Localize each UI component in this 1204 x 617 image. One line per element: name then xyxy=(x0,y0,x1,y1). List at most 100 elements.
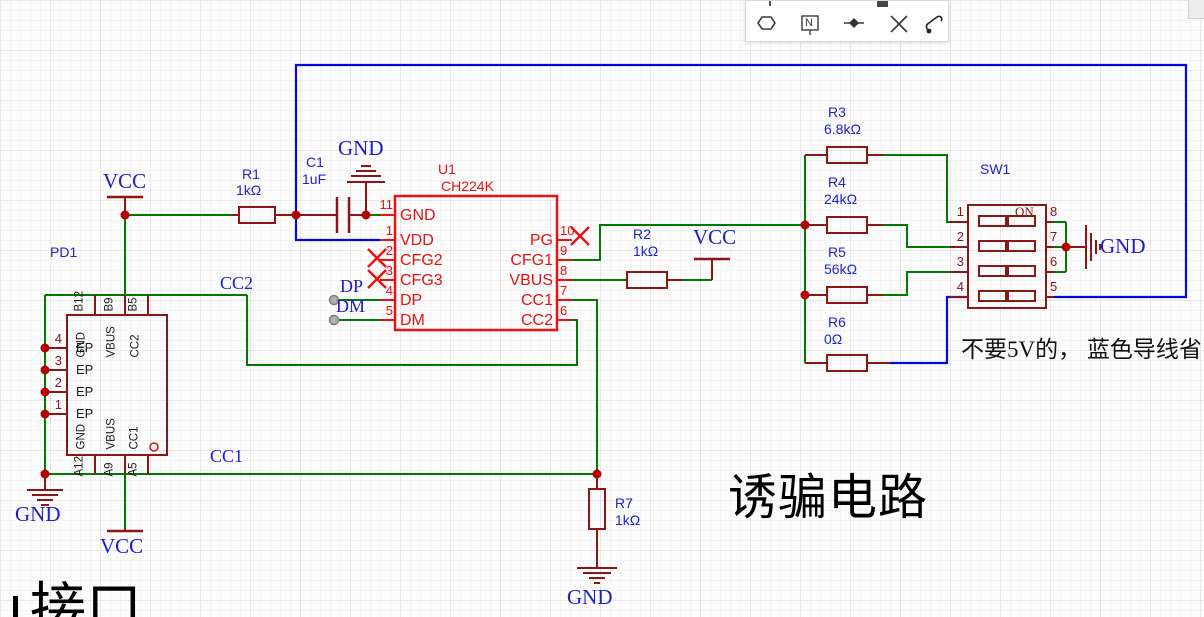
sw1-ref[interactable]: SW1 xyxy=(980,161,1011,177)
net-label-vcc-bottom[interactable]: VCC xyxy=(100,534,144,558)
pd1-pin-name: CC2 xyxy=(129,334,142,358)
r6-ref[interactable]: R6 xyxy=(828,314,846,330)
clipped-icon-fragment xyxy=(769,1,771,6)
title-text[interactable]: 诱骗电路 xyxy=(728,471,929,525)
resistor-r1[interactable] xyxy=(231,206,296,224)
pd1-pin-name: EP xyxy=(76,340,94,355)
dip-switch-sw1[interactable] xyxy=(950,204,1054,309)
r4-ref[interactable]: R4 xyxy=(828,174,846,190)
pd1-pin-number: A5 xyxy=(127,462,140,477)
sw1-pin-number: 4 xyxy=(956,279,964,294)
components-maroon[interactable] xyxy=(27,146,1101,584)
toolbar-icons-graphics xyxy=(757,1,943,35)
pd1-pin-number: 3 xyxy=(54,353,62,368)
floating-toolbar: N xyxy=(745,0,949,42)
sw1-pin-number: 8 xyxy=(1050,204,1058,219)
net-label-gnd-r7[interactable]: GND xyxy=(567,585,613,609)
u1-pin-number: 2 xyxy=(385,243,393,258)
r5-value[interactable]: 56kΩ xyxy=(824,261,858,277)
gnd-symbol-sw1[interactable] xyxy=(1066,225,1101,269)
c1-value[interactable]: 1uF xyxy=(302,171,327,187)
vcc-symbol-bottom[interactable] xyxy=(107,528,143,533)
pd1-ref[interactable]: PD1 xyxy=(50,244,78,260)
resistor-r2[interactable] xyxy=(626,271,683,289)
wire-node-icon[interactable] xyxy=(844,18,864,28)
u1-pin-name: GND xyxy=(400,207,436,224)
net-label-vcc-topleft[interactable]: VCC xyxy=(103,169,147,193)
u1-pin-name: CFG3 xyxy=(400,272,443,289)
r6-value[interactable]: 0Ω xyxy=(824,331,843,347)
r5-ref[interactable]: R5 xyxy=(828,244,846,260)
u1-pin-number: 5 xyxy=(385,303,393,318)
net-label-cc2[interactable]: CC2 xyxy=(220,273,254,293)
resistor-r3[interactable] xyxy=(805,146,883,164)
r1-ref[interactable]: R1 xyxy=(242,166,260,182)
net-label-gnd-c1[interactable]: GND xyxy=(338,136,384,160)
u1-ref[interactable]: U1 xyxy=(438,161,456,177)
u1-part[interactable]: CH224K xyxy=(441,178,494,194)
sw1-pin-number: 3 xyxy=(956,254,964,269)
gnd-symbol-r7[interactable] xyxy=(577,567,617,584)
resistor-r4[interactable] xyxy=(805,216,883,234)
r3-ref[interactable]: R3 xyxy=(828,104,846,120)
resistor-r6[interactable] xyxy=(805,354,890,372)
net-port-icon[interactable] xyxy=(757,16,776,30)
note-text[interactable]: 不要5V的， 蓝色导线省 xyxy=(961,337,1202,362)
no-connect-icon[interactable] xyxy=(890,15,908,33)
net-label-gnd-bottomleft[interactable]: GND xyxy=(15,502,61,526)
u1-pin-name: CFG1 xyxy=(510,252,553,269)
pd1-pin-number: 1 xyxy=(54,397,62,412)
sw1-pin-number: 2 xyxy=(956,229,964,244)
pd1-pin-number: B12 xyxy=(73,291,86,312)
resistor-r7[interactable] xyxy=(588,474,606,568)
r2-ref[interactable]: R2 xyxy=(633,226,651,242)
c1-ref[interactable]: C1 xyxy=(306,154,324,170)
ic-u1-ch224k[interactable] xyxy=(380,194,572,332)
r2-value[interactable]: 1kΩ xyxy=(633,243,659,259)
net-label-icon[interactable] xyxy=(801,15,819,35)
u1-pin-name: CC1 xyxy=(520,292,553,309)
pd1-pin-name: GND xyxy=(75,423,88,450)
u1-pin-number: 10 xyxy=(560,223,575,238)
r4-value[interactable]: 24kΩ xyxy=(824,191,858,207)
clipped-character-fragment xyxy=(13,596,18,617)
u1-pin-name: PG xyxy=(529,232,553,249)
gnd-symbol-c1[interactable] xyxy=(347,165,385,215)
net-label-icon-glyph: N xyxy=(805,17,813,29)
u1-pin-name: VBUS xyxy=(509,272,553,289)
net-label-dp[interactable]: DP xyxy=(340,276,364,296)
pd1-pin-number: A9 xyxy=(103,462,116,477)
unconnected-pads[interactable] xyxy=(328,294,340,326)
gnd-symbol-bottomleft[interactable] xyxy=(27,474,63,506)
vcc-symbol-mid[interactable] xyxy=(694,257,730,280)
capacitor-c1[interactable] xyxy=(296,197,366,233)
pd1-pin-number: B9 xyxy=(103,297,116,312)
sw1-pin-number: 1 xyxy=(956,204,964,219)
r3-value[interactable]: 6.8kΩ xyxy=(824,121,861,137)
net-label-gnd-sw1[interactable]: GND xyxy=(1100,234,1146,258)
net-label-dm[interactable]: DM xyxy=(336,296,366,316)
bottom-clipped-text[interactable]: 接口 xyxy=(30,577,142,617)
probe-icon[interactable] xyxy=(925,15,943,34)
r7-value[interactable]: 1kΩ xyxy=(615,512,641,528)
net-label-vcc-mid[interactable]: VCC xyxy=(693,225,737,249)
pd1-pin-number: B5 xyxy=(127,297,140,312)
no-connect-marks[interactable] xyxy=(367,226,590,289)
sw1-pin-number: 5 xyxy=(1050,279,1058,294)
pd1-pin-name: EP xyxy=(76,406,94,421)
sw1-on-label: ON xyxy=(1015,204,1034,219)
pd1-pin-name: VBUS xyxy=(105,326,118,358)
r1-value[interactable]: 1kΩ xyxy=(236,182,262,198)
net-label-cc1[interactable]: CC1 xyxy=(210,446,244,466)
u1-pin-name: CC2 xyxy=(520,312,553,329)
u1-pin-number: 11 xyxy=(379,197,394,212)
sw1-pin-number: 7 xyxy=(1050,229,1058,244)
u1-pin-number: 1 xyxy=(385,223,393,238)
resistor-r5[interactable] xyxy=(805,286,883,304)
r7-ref[interactable]: R7 xyxy=(615,495,633,511)
panel-edge-strip xyxy=(1188,0,1204,19)
pd1-pin-name: CC1 xyxy=(128,426,141,450)
u1-pin-number: 6 xyxy=(560,303,568,318)
